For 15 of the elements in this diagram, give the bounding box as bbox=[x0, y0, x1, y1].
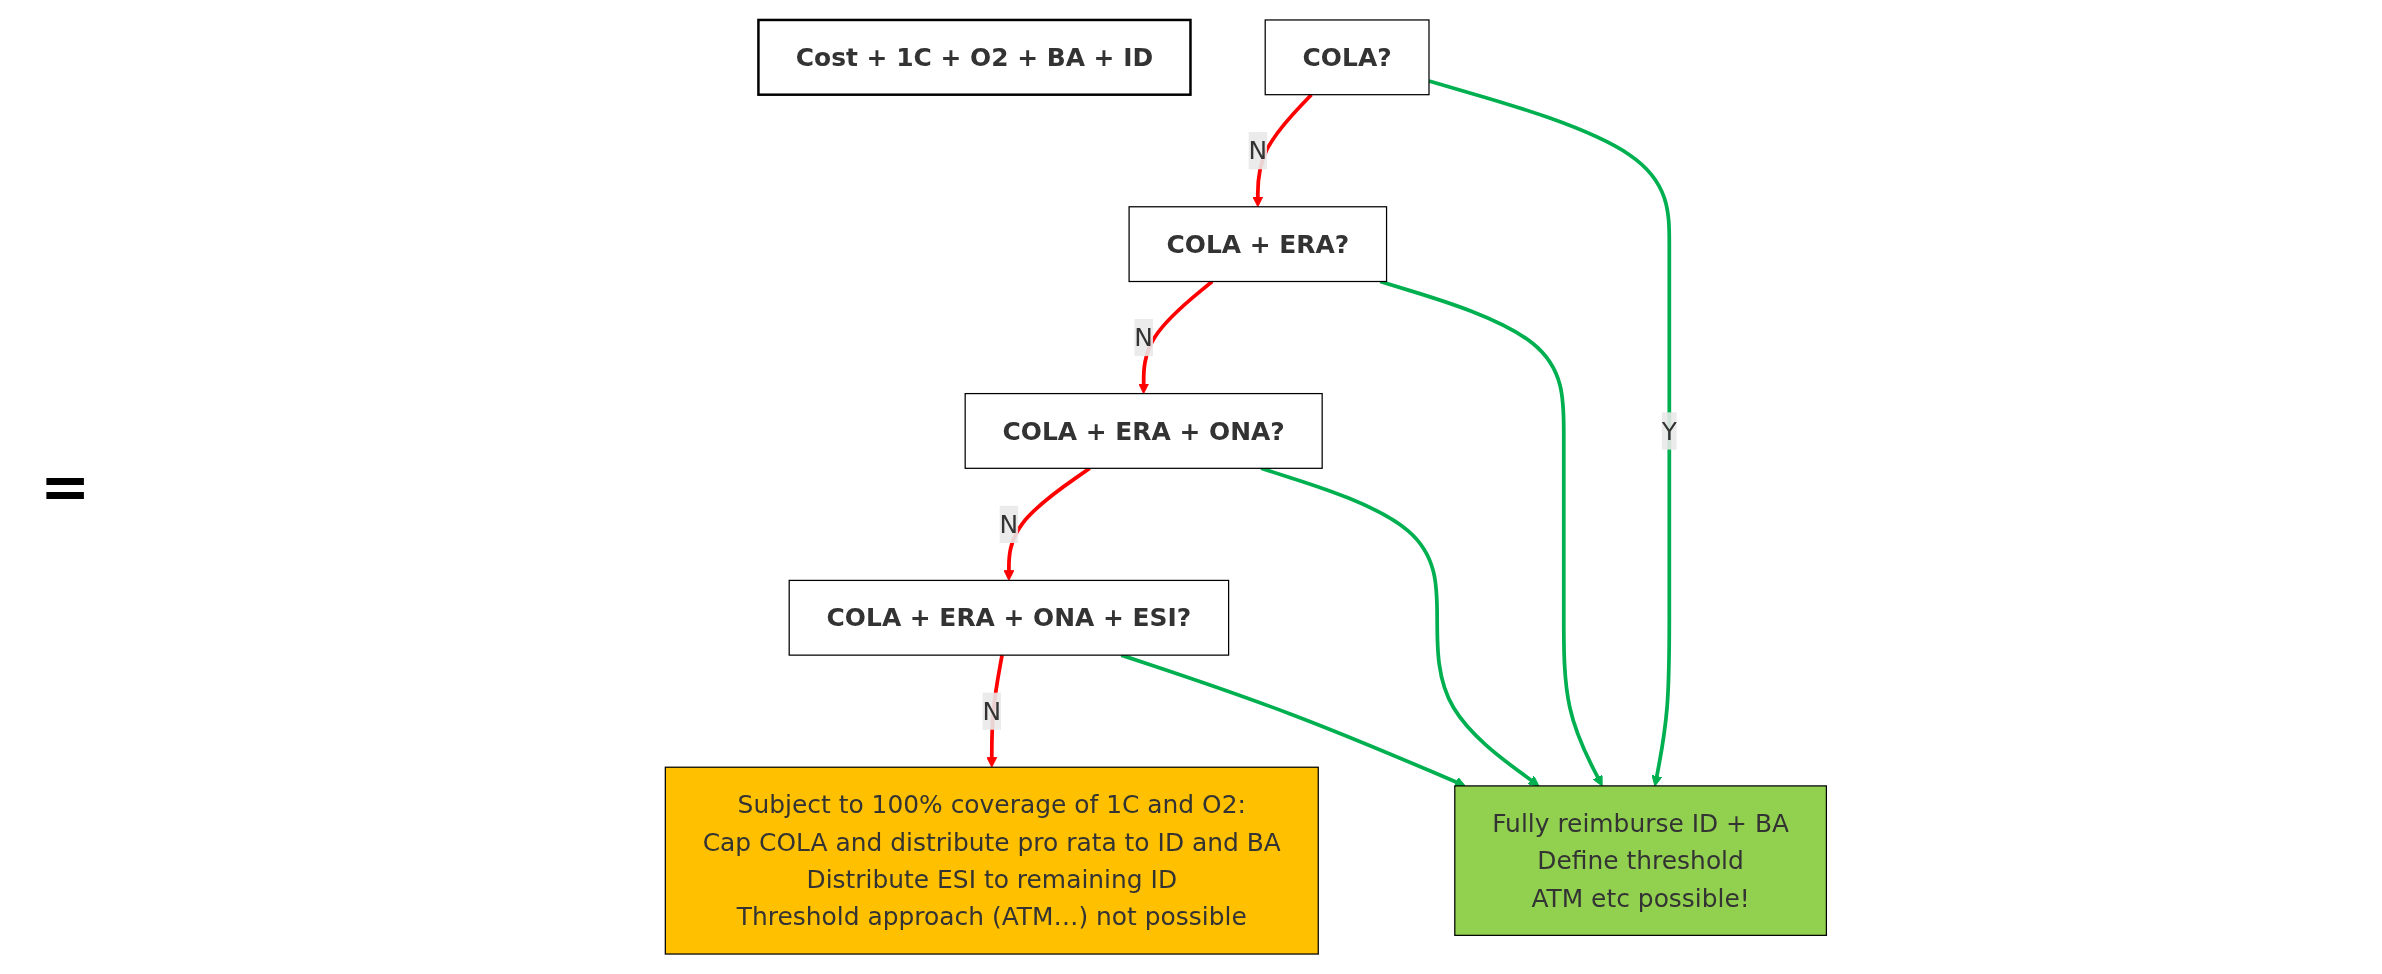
node-box: COLA + ERA? bbox=[1128, 206, 1388, 283]
node-box: Fully reimburse ID + BA Define threshold ATM etc possible! bbox=[1454, 785, 1828, 936]
equals-sign: = bbox=[40, 452, 91, 522]
node-box: COLA? bbox=[1264, 19, 1430, 96]
node-box: Subject to 100% coverage of 1C and O2: Cap COLA and distribute pro rata to ID and BA Distribute ESI to remaining ID Threshold approach (ATM…) not possible bbox=[664, 766, 1320, 955]
node-box: COLA + ERA + ONA? bbox=[964, 392, 1324, 469]
edge-label: N bbox=[982, 696, 1002, 727]
edge-label: N bbox=[1134, 322, 1154, 353]
edge-label: Y bbox=[1661, 416, 1678, 446]
arrow bbox=[1379, 279, 1603, 787]
edge-label: N bbox=[1248, 135, 1268, 166]
arrow bbox=[1138, 280, 1214, 395]
node-box: COLA + ERA + ONA + ESI? bbox=[788, 579, 1230, 656]
node-box: Cost + 1C + O2 + BA + ID bbox=[757, 18, 1192, 96]
edge-label: N bbox=[999, 509, 1019, 540]
